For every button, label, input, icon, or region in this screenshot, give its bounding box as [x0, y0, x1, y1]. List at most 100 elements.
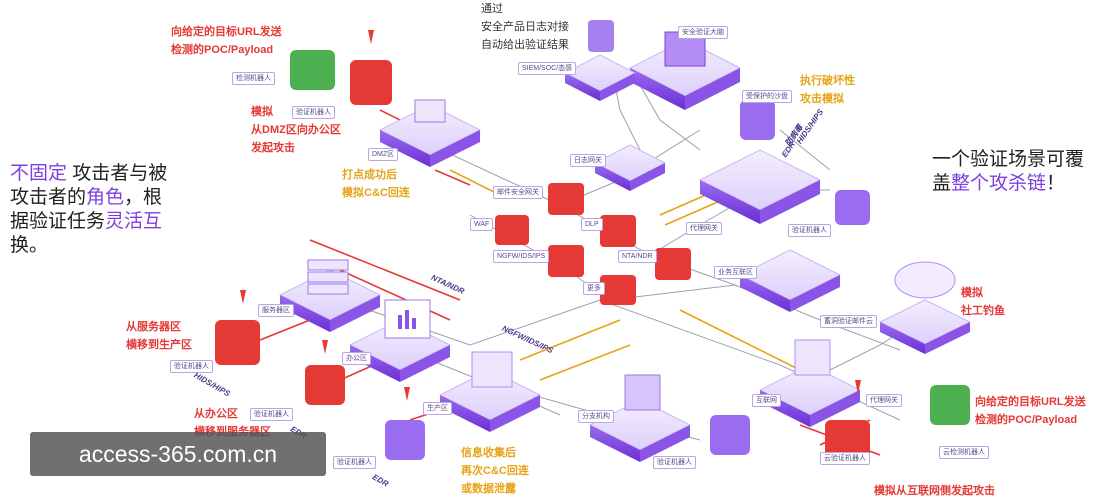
note-line: 攻击模拟	[800, 93, 844, 105]
cc-callback-note: 打点成功后 模拟C&C回连	[342, 166, 410, 202]
siem-block	[563, 20, 637, 101]
note-line: 横移到生产区	[126, 339, 192, 351]
note-line: 向给定的目标URL发送	[171, 26, 282, 38]
label-biz-zone: 业务互联区	[714, 266, 757, 279]
label-dmz: DMZ区	[368, 148, 399, 161]
heading-line: 据验证任务灵活互	[10, 210, 167, 234]
branch-block	[588, 374, 692, 462]
note-line: 模拟	[961, 287, 983, 299]
label-proxy-2: 代理网关	[866, 394, 902, 407]
heading-line: 换。	[10, 234, 167, 258]
label-verify-robot-prod: 验证机器人	[333, 456, 376, 469]
log-block	[593, 144, 667, 191]
note-line: 从DMZ区向办公区	[251, 124, 341, 136]
label-more: 更多	[583, 282, 605, 295]
label-dlp: DLP	[581, 218, 603, 231]
note-line: 通过	[481, 3, 503, 15]
note-line: 信息收集后	[461, 447, 516, 459]
detect-robot-cloud-icon	[930, 385, 970, 425]
label-detect-robot-cloud: 云检测机器人	[939, 446, 989, 459]
brain-block	[628, 31, 742, 110]
label-verify-robot-cloud: 云验证机器人	[820, 452, 870, 465]
label-verify-robot-server: 验证机器人	[170, 360, 213, 373]
label-verify-robot-office: 验证机器人	[250, 408, 293, 421]
label-sandbox: 受保护的沙盘	[742, 90, 792, 103]
label-office-zone: 办公区	[342, 352, 371, 365]
dmz-attack-note: 模拟 从DMZ区向办公区 发起攻击	[251, 103, 341, 157]
label-internet: 互联网	[752, 394, 781, 407]
label-verify-robot-top: 验证机器人	[292, 106, 335, 119]
heading-line: 盖整个攻杀链！	[932, 172, 1084, 196]
heading-line: 不固定 攻击者与被	[10, 162, 167, 186]
kill-chain-heading: 一个验证场景可覆 盖整个攻杀链！	[932, 148, 1084, 196]
note-line: 从办公区	[194, 408, 238, 420]
note-line: 发起攻击	[251, 142, 295, 154]
iso-blocks	[278, 20, 972, 462]
label-server-zone: 服务器区	[258, 304, 294, 317]
verify-robot-prod-icon	[385, 420, 425, 460]
note-line: 执行破坏性	[800, 75, 855, 87]
server-lateral-note: 从服务器区 横移到生产区	[126, 318, 192, 354]
note-line: 模拟	[251, 106, 273, 118]
heading-text: 据验证任务	[10, 211, 106, 232]
heading-text: 攻击者的	[10, 187, 87, 208]
label-detect-robot-top: 检测机器人	[232, 72, 275, 85]
highlight-text: 角色	[86, 187, 125, 208]
heading-text: ，根	[124, 187, 163, 208]
internet-block	[758, 339, 862, 427]
heading-text: 攻击者与被	[67, 163, 168, 184]
data-leak-note: 信息收集后 再次C&C回连 或数据泄露	[461, 444, 529, 498]
note-line: 安全产品日志对接	[481, 21, 569, 33]
bottom-right-red-note: 向给定的目标URL发送 检测的POC/Payload	[975, 393, 1086, 429]
note-line: 再次C&C回连	[461, 465, 529, 477]
security-devices	[495, 183, 691, 305]
detect-robot-top-icon	[290, 50, 335, 90]
note-line: 向给定的目标URL发送	[975, 396, 1086, 408]
verify-robot-branch-icon	[710, 415, 750, 455]
note-line: 打点成功后	[342, 169, 397, 181]
label-log-gateway: 日志网关	[570, 154, 606, 167]
label-prod-zone: 生产区	[423, 402, 452, 415]
heading-text: 一个验证场景可覆	[932, 149, 1085, 170]
label-proxy: 代理网关	[686, 222, 722, 235]
destructive-attack-note: 执行破坏性 攻击模拟	[800, 72, 855, 108]
role-swap-heading: 不固定 攻击者与被 攻击者的角色，根 据验证任务灵活互 换。	[10, 162, 167, 258]
heading-text: ！	[1046, 173, 1066, 194]
top-left-red-note: 向给定的目标URL发送 检测的POC/Payload	[171, 23, 282, 59]
label-ngfw: NGFW/IDS/IPS	[493, 250, 550, 263]
verify-robot-right-icon	[835, 190, 870, 225]
verify-robot-server-icon	[215, 320, 260, 365]
prod-block	[438, 351, 542, 432]
label-mail-cloud: 蓄洞验证邮件云	[820, 315, 877, 328]
verify-robot-top-icon	[350, 60, 392, 105]
note-line: 从服务器区	[126, 321, 181, 333]
label-nta: NTA/NDR	[618, 250, 657, 263]
note-line: 自动给出验证结果	[481, 39, 569, 51]
heading-text: 换。	[10, 235, 49, 256]
heading-text: 盖	[932, 173, 952, 194]
highlight-text: 不固定	[10, 163, 68, 184]
server-block	[278, 259, 382, 332]
heading-line: 攻击者的角色，根	[10, 186, 167, 210]
robots	[215, 50, 970, 460]
label-brain: 安全验证大脑	[678, 26, 728, 39]
verify-robot-office-icon	[305, 365, 345, 405]
log-integration-note: 通过 安全产品日志对接 自动给出验证结果	[481, 0, 569, 54]
watermark: access-365.com.cn	[30, 432, 326, 476]
label-branch: 分支机构	[578, 410, 614, 423]
sandbox-block	[698, 149, 822, 224]
highlight-text: 灵活互	[105, 211, 163, 232]
internet-attack-note: 模拟从互联网侧发起攻击	[874, 485, 995, 497]
note-line: 社工钓鱼	[961, 305, 1005, 317]
label-waf: WAF	[470, 218, 494, 231]
highlight-text: 整个攻杀链	[951, 173, 1047, 194]
label-siem: SIEM/SOC/态感	[518, 62, 577, 75]
sandbox-robot-icon	[740, 100, 775, 140]
note-line: 或数据泄露	[461, 483, 516, 495]
note-line: 检测的POC/Payload	[975, 414, 1078, 426]
phishing-note: 模拟 社工钓鱼	[961, 284, 1005, 320]
verify-robot-cloud-icon	[825, 420, 870, 460]
note-line: 模拟C&C回连	[342, 187, 410, 199]
note-line: 检测的POC/Payload	[171, 44, 274, 56]
